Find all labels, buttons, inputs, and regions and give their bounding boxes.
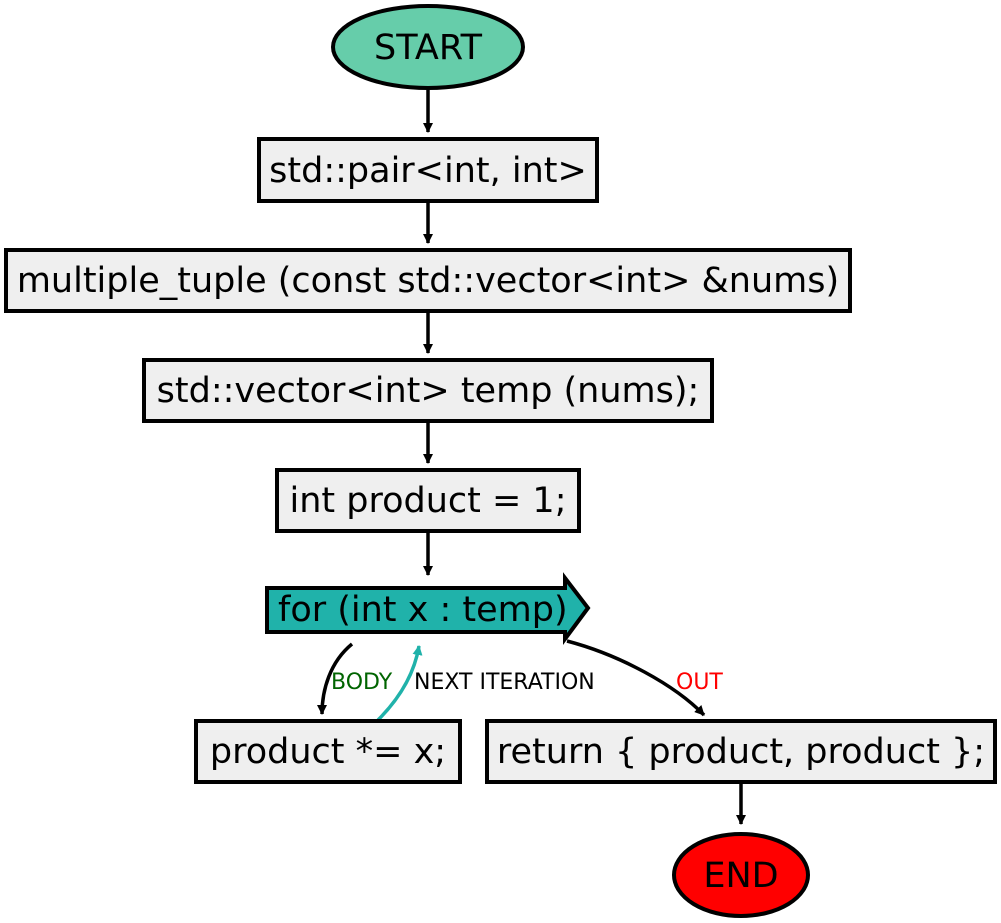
body-node: product *= x;	[194, 719, 462, 784]
edge-loop-body	[317, 642, 354, 715]
edge-next-iteration	[376, 645, 423, 722]
return-type-label: std::pair<int, int>	[269, 151, 587, 191]
start-node: START	[331, 4, 525, 90]
product-init-label: int product = 1;	[289, 481, 566, 521]
return-node: return { product, product };	[485, 719, 997, 784]
end-label: END	[703, 856, 778, 896]
signature-label: multiple_tuple (const std::vector<int> &…	[17, 261, 839, 301]
edge-label-next-iteration: NEXT ITERATION	[414, 670, 595, 695]
edge-loop-out	[566, 639, 706, 717]
temp-decl-node: std::vector<int> temp (nums);	[142, 358, 714, 423]
signature-node: multiple_tuple (const std::vector<int> &…	[4, 248, 852, 313]
return-type-node: std::pair<int, int>	[257, 137, 599, 203]
temp-decl-label: std::vector<int> temp (nums);	[157, 371, 700, 411]
edge-label-out: OUT	[676, 670, 723, 695]
loop-node: for (int x : temp)	[265, 572, 591, 646]
loop-label: for (int x : temp)	[278, 590, 568, 630]
product-init-node: int product = 1;	[275, 468, 581, 533]
body-label: product *= x;	[210, 732, 446, 772]
return-label: return { product, product };	[497, 732, 985, 772]
end-node: END	[672, 832, 810, 918]
start-label: START	[374, 28, 483, 68]
edge-label-body: BODY	[331, 670, 393, 695]
